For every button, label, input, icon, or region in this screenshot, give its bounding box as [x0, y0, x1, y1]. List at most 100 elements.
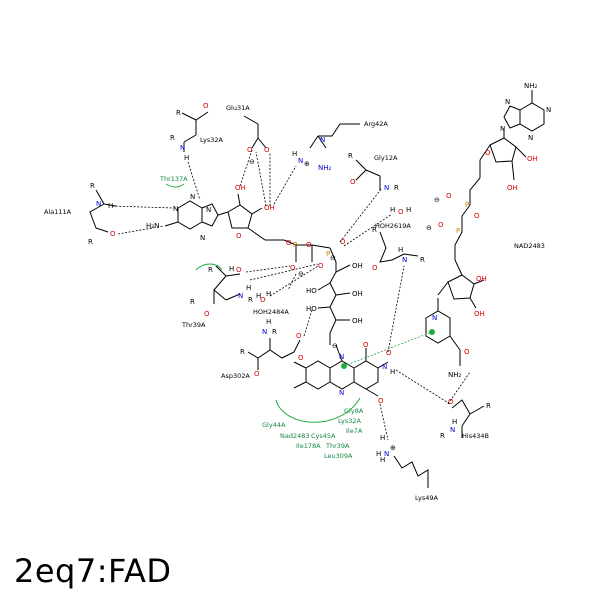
atom-ho: HO: [306, 305, 317, 313]
atom-n: N: [206, 206, 211, 214]
atom-n: N: [505, 98, 510, 106]
atom-r: R: [248, 296, 253, 304]
atom-o: O: [247, 146, 253, 154]
atom-r: R: [348, 152, 353, 160]
atom-n: N: [528, 134, 533, 142]
hydrophobic-arc: [275, 397, 361, 423]
fad-diphosphate: P P O O O O O ⊖ ⊖: [283, 238, 346, 278]
charge-minus: ⊖: [249, 158, 255, 166]
nad-ribose-top: OH OH O: [479, 128, 538, 192]
atom-o: O: [318, 262, 324, 270]
atom-o: O: [378, 397, 384, 405]
charge-minus: ⊖: [426, 224, 432, 232]
atom-r: R: [190, 298, 195, 306]
hydro-label: Ile178A: [296, 442, 321, 450]
atom-nh2: NH₂: [448, 371, 462, 379]
atom-r: R: [170, 134, 175, 142]
label-lys32: Lys32A: [200, 136, 224, 144]
hydro-label: Thr39A: [325, 442, 350, 450]
atom-h: H: [266, 318, 271, 326]
fad-isoalloxazine: N N O O N H O ⊖: [293, 341, 395, 405]
atom-h: H: [452, 418, 457, 426]
atom-oh: OH: [352, 290, 363, 298]
atom-oh: OH: [474, 310, 485, 318]
label-hoh2484: HOH2484A: [253, 308, 289, 316]
atom-oh: OH: [235, 184, 246, 192]
residue-ala111: R N H R O Ala111A: [44, 182, 117, 246]
water-hoh2484: H O H HOH2484A: [253, 290, 289, 316]
atom-p: P: [456, 227, 460, 235]
label-hoh2619: HOH2619A: [375, 222, 411, 230]
atom-n: N: [384, 450, 389, 458]
atom-o: O: [372, 264, 378, 272]
atom-o: O: [350, 178, 356, 186]
page-title: 2eq7:FAD: [14, 552, 172, 590]
atom-nh2: NH₂: [524, 82, 538, 90]
atom-r: R: [420, 256, 425, 264]
atom-n: N: [262, 328, 267, 336]
label-glu31: Glu31A: [226, 104, 250, 112]
nad-adenine: NH₂ N N N N: [500, 82, 551, 142]
atom-o: O: [296, 332, 302, 340]
atom-n: N: [339, 353, 344, 361]
charge-minus: ⊖: [332, 342, 338, 350]
atom-o: O: [398, 208, 404, 216]
hydro-label: Gly44A: [262, 421, 286, 429]
atom-n: N: [384, 184, 389, 192]
residue-arg42: N H N NH₂ ⊕ Arg42A: [292, 120, 388, 172]
atom-h: H: [266, 290, 271, 298]
nad-nicotinamide: N O NH₂: [425, 298, 470, 379]
atom-n: N: [96, 200, 101, 208]
atom-oh: OH: [507, 184, 518, 192]
charge-minus: ⊖: [434, 196, 440, 204]
atom-p: P: [326, 250, 330, 258]
atom-oh: OH: [476, 275, 487, 283]
residue-near-hoh2619: R O H N R: [372, 226, 425, 272]
label-ala111: Ala111A: [44, 208, 72, 216]
atom-h: H: [398, 246, 403, 254]
atom-o: O: [290, 264, 296, 272]
atom-r: R: [486, 402, 491, 410]
label-asp302: Asp302A: [221, 372, 250, 380]
atom-n: N: [450, 426, 455, 434]
fad-adenine: N N N H₂N N: [146, 193, 219, 242]
residue-lys32-top: R O R N H Lys32A: [170, 102, 224, 162]
atom-n: N: [546, 106, 551, 114]
fad-ribose: OH OH O: [217, 184, 284, 241]
charge-plus: ⊕: [390, 444, 396, 452]
atom-oh: OH: [264, 204, 275, 212]
atom-n: N: [173, 205, 178, 213]
residue-thr39: R H O R O N H R Thr39A: [181, 265, 253, 329]
charge-minus: ⊖: [330, 254, 336, 262]
atom-r: R: [272, 328, 277, 336]
atom-o: O: [363, 341, 369, 349]
hydrophobic-arc: [165, 183, 185, 188]
atom-r: R: [88, 238, 93, 246]
residue-gly12: R O N R Gly12A: [348, 152, 399, 192]
pi-stacking: [343, 331, 433, 367]
atom-n: N: [180, 144, 185, 152]
atom-o: O: [438, 221, 444, 229]
hydro-label: Gly8A: [344, 407, 364, 415]
atom-o: O: [485, 149, 491, 157]
atom-h: H: [390, 206, 395, 214]
atom-h: H: [184, 154, 189, 162]
water-hoh2619: H O H HOH2619A: [375, 206, 411, 230]
atom-o: O: [448, 398, 454, 406]
hydro-label: Nad2483: [280, 432, 310, 440]
atom-n: N: [339, 389, 344, 397]
atom-h: H: [406, 206, 411, 214]
hydrophobic-arc: [195, 263, 223, 271]
charge-minus: ⊖: [298, 270, 304, 278]
atom-h2n: H₂N: [146, 222, 159, 230]
hydro-label: Lys32A: [338, 417, 362, 425]
atom-h: H: [380, 434, 385, 442]
hydro-label: Ile7A: [346, 427, 363, 435]
label-thr39: Thr39A: [181, 321, 206, 329]
atom-o: O: [260, 296, 266, 304]
atom-r: R: [176, 109, 181, 117]
charge-plus: ⊕: [304, 160, 310, 168]
label-gly12: Gly12A: [374, 154, 398, 162]
atom-o: O: [204, 310, 210, 318]
